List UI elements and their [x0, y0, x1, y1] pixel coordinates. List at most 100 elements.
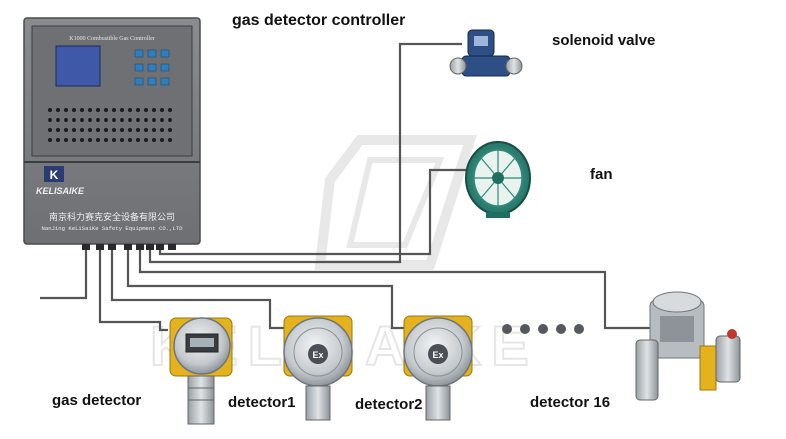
detector16-label: detector 16 [530, 394, 611, 411]
fan [465, 141, 531, 218]
controller-led [64, 108, 68, 112]
valve-label: solenoid valve [552, 32, 656, 49]
controller-brand: KELISAIKE [36, 186, 85, 196]
controller-led [112, 118, 116, 122]
controller-led [80, 108, 84, 112]
controller-led [56, 108, 60, 112]
controller-led [152, 108, 156, 112]
controller-cable-glands [82, 244, 176, 250]
wire-valve [148, 42, 462, 264]
controller-led [104, 108, 108, 112]
controller-led [152, 128, 156, 132]
controller-led [56, 128, 60, 132]
gas-detector-label: gas detector [52, 392, 142, 409]
controller-led [96, 138, 100, 142]
controller-led [80, 138, 84, 142]
controller-led [48, 118, 52, 122]
gas-detector-controller: K1000 Combustible Gas Controller K KELIS… [23, 17, 201, 250]
controller-led [128, 118, 132, 122]
wiring [40, 42, 650, 332]
controller-led [144, 128, 148, 132]
controller-led [160, 108, 164, 112]
controller-led [152, 138, 156, 142]
controller-led [128, 108, 132, 112]
controller-led [160, 118, 164, 122]
controller-led [72, 128, 76, 132]
controller-led [72, 118, 76, 122]
controller-led [96, 118, 100, 122]
controller-led [120, 108, 124, 112]
continuation-dots [502, 324, 584, 334]
detector2-label: detector2 [355, 396, 423, 413]
gas-detector-device [169, 317, 233, 425]
solenoid-valve [449, 29, 523, 77]
detector1-device: Ex [283, 315, 353, 421]
controller-led [104, 138, 108, 142]
controller-led [64, 118, 68, 122]
controller-led [128, 128, 132, 132]
controller-led [136, 118, 140, 122]
controller-led [96, 128, 100, 132]
controller-led [88, 128, 92, 132]
controller-led [96, 108, 100, 112]
wire-detector16 [138, 246, 650, 330]
controller-led [104, 128, 108, 132]
controller-led [160, 128, 164, 132]
controller-led [152, 118, 156, 122]
controller-led [48, 128, 52, 132]
controller-screen-title: K1000 Combustible Gas Controller [69, 36, 155, 42]
controller-led [88, 108, 92, 112]
controller-led [64, 138, 68, 142]
wire-stub [40, 246, 88, 300]
controller-led [88, 118, 92, 122]
controller-led [72, 138, 76, 142]
controller-lcd [55, 45, 101, 87]
controller-led [168, 128, 172, 132]
wire-fan [158, 168, 468, 256]
controller-led [144, 108, 148, 112]
fan-label: fan [590, 166, 613, 183]
controller-led-grid [48, 108, 172, 142]
controller-led [48, 108, 52, 112]
controller-led [112, 138, 116, 142]
controller-led [88, 138, 92, 142]
controller-keypad [134, 49, 170, 86]
detector2-ex-mark: Ex [432, 350, 443, 360]
controller-company-cn: 南京科力赛克安全设备有限公司 [49, 211, 175, 223]
controller-led [168, 138, 172, 142]
controller-led [168, 118, 172, 122]
controller-led [112, 128, 116, 132]
wire-detector2 [126, 246, 410, 330]
controller-led [136, 128, 140, 132]
controller-led [128, 138, 132, 142]
detector1-label: detector1 [228, 394, 296, 411]
controller-led [56, 138, 60, 142]
controller-logo [44, 166, 64, 182]
controller-led [72, 108, 76, 112]
controller-led [144, 138, 148, 142]
detector16-device [635, 291, 741, 401]
controller-led [160, 138, 164, 142]
detector2-device: Ex [403, 315, 473, 421]
controller-led [136, 138, 140, 142]
controller-led [120, 118, 124, 122]
controller-company-en: NanJing KeLiSaiKe Safety Equipment CO.,L… [42, 225, 184, 232]
detector1-ex-mark: Ex [312, 350, 323, 360]
controller-led [120, 138, 124, 142]
controller-led [144, 118, 148, 122]
wire-detector1 [110, 246, 290, 330]
controller-led [80, 118, 84, 122]
wire-gas-detector [98, 246, 168, 332]
controller-led [64, 128, 68, 132]
controller-led [80, 128, 84, 132]
controller-logo-letter: K [50, 168, 59, 182]
controller-led [168, 108, 172, 112]
controller-led [136, 108, 140, 112]
controller-led [104, 118, 108, 122]
controller-led [120, 128, 124, 132]
controller-led [112, 108, 116, 112]
controller-label: gas detector controller [232, 12, 406, 29]
controller-led [48, 138, 52, 142]
controller-led [56, 118, 60, 122]
